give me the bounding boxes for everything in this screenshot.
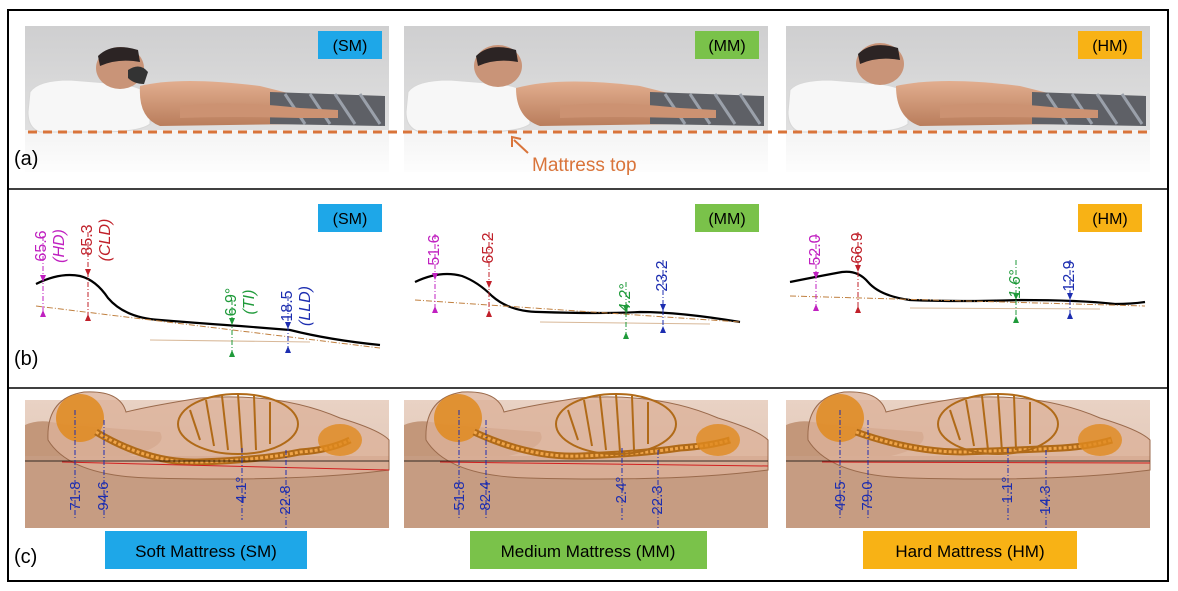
photo-hm bbox=[786, 26, 1150, 172]
svg-text:(HM): (HM) bbox=[1092, 211, 1128, 228]
svg-text:(MM): (MM) bbox=[708, 211, 745, 228]
hm-cld-value: 66.9 bbox=[849, 232, 866, 263]
tag-a-hm bbox=[1078, 31, 1142, 59]
hd-name: (HD) bbox=[51, 229, 68, 263]
mm-lld-value: 23.2 bbox=[654, 260, 671, 291]
hm-ti-value: 1.6° bbox=[1007, 269, 1024, 298]
svg-text:(MM): (MM) bbox=[708, 38, 745, 55]
sm-model-m2: 94.6 bbox=[95, 481, 112, 510]
name-tag-sm bbox=[105, 531, 307, 569]
profile-curve-sm bbox=[35, 273, 381, 347]
tag-a-sm bbox=[318, 31, 382, 59]
pillow-sm bbox=[27, 79, 151, 133]
mattress-top-label: Mattress top bbox=[532, 155, 637, 176]
model-mm: 51.8 82.4 2.4° 22.3 bbox=[404, 391, 769, 528]
figure-frame bbox=[7, 9, 1169, 582]
lld-name: (LLD) bbox=[297, 286, 314, 326]
panel-label-c: (c) bbox=[14, 546, 37, 568]
pillow-hm bbox=[787, 79, 909, 133]
panel-label-b: (b) bbox=[14, 348, 38, 370]
hm-model-m3: 14.3 bbox=[1037, 485, 1054, 514]
mm-ti-value: 4.2° bbox=[617, 283, 634, 312]
pillow-mm bbox=[405, 79, 531, 133]
tag-a-mm bbox=[695, 31, 759, 59]
tag-b-hm bbox=[1078, 204, 1142, 232]
name-tag-hm bbox=[863, 531, 1077, 569]
sm-model-m3: 22.8 bbox=[277, 485, 294, 514]
sm-cld-value: 85.3 bbox=[79, 224, 96, 255]
svg-text:(SM): (SM) bbox=[333, 38, 368, 55]
sm-hd-value: 65.6 bbox=[33, 230, 50, 261]
name-hard-mattress: Hard Mattress (HM) bbox=[895, 542, 1044, 561]
profile-curve-hm bbox=[789, 270, 1146, 306]
svg-text:(HM): (HM) bbox=[1092, 38, 1128, 55]
profile-hm: 52.0 66.9 1.6° 12.9 bbox=[789, 232, 1146, 323]
hm-hd-value: 52.0 bbox=[807, 234, 824, 265]
tag-b-sm bbox=[318, 204, 382, 232]
cld-name: (CLD) bbox=[97, 219, 114, 262]
tag-b-mm bbox=[695, 204, 759, 232]
model-hm: 49.5 79.0 1.1° 14.3 bbox=[786, 391, 1151, 528]
panel-label-a: (a) bbox=[14, 148, 38, 170]
mm-cld-value: 65.2 bbox=[480, 232, 497, 263]
mm-model-m2: 82.4 bbox=[477, 481, 494, 510]
svg-text:(SM): (SM) bbox=[333, 211, 368, 228]
hm-model-m1: 49.5 bbox=[832, 481, 849, 510]
profile-mm: 51.6 65.2 4.2° 23.2 bbox=[414, 232, 741, 339]
name-tag-mm bbox=[470, 531, 707, 569]
sm-model-angle: 4.1° bbox=[233, 477, 250, 504]
model-sm: 71.8 94.6 4.1° 22.8 bbox=[25, 391, 390, 528]
sm-model-m1: 71.8 bbox=[67, 481, 84, 510]
name-medium-mattress: Medium Mattress (MM) bbox=[501, 542, 676, 561]
hm-lld-value: 12.9 bbox=[1061, 260, 1078, 291]
hm-model-m2: 79.0 bbox=[859, 481, 876, 510]
mm-model-m1: 51.8 bbox=[451, 481, 468, 510]
sm-ti-value: 6.9° bbox=[223, 288, 240, 317]
panel-a: Mattress top (SM) (MM) (HM) (a) bbox=[14, 26, 1150, 176]
profile-curve-mm bbox=[414, 272, 741, 324]
mattress-top-arrow bbox=[513, 139, 529, 154]
name-soft-mattress: Soft Mattress (SM) bbox=[135, 542, 277, 561]
hm-model-angle: 1.1° bbox=[999, 477, 1016, 504]
panel-b: 65.6 (HD) 85.3 (CLD) 6.9° (TI) 18.5 (LLD… bbox=[14, 204, 1146, 370]
mm-model-angle: 2.4° bbox=[613, 477, 630, 504]
profile-sm: 65.6 (HD) 85.3 (CLD) 6.9° (TI) 18.5 (LLD… bbox=[33, 219, 381, 357]
panel-c: 71.8 94.6 4.1° 22.8 51.8 82.4 2.4° bbox=[14, 391, 1151, 569]
ti-name: (TI) bbox=[241, 290, 258, 315]
mm-hd-value: 51.6 bbox=[426, 234, 443, 265]
mm-model-m3: 22.3 bbox=[649, 485, 666, 514]
sm-lld-value: 18.5 bbox=[279, 290, 296, 321]
